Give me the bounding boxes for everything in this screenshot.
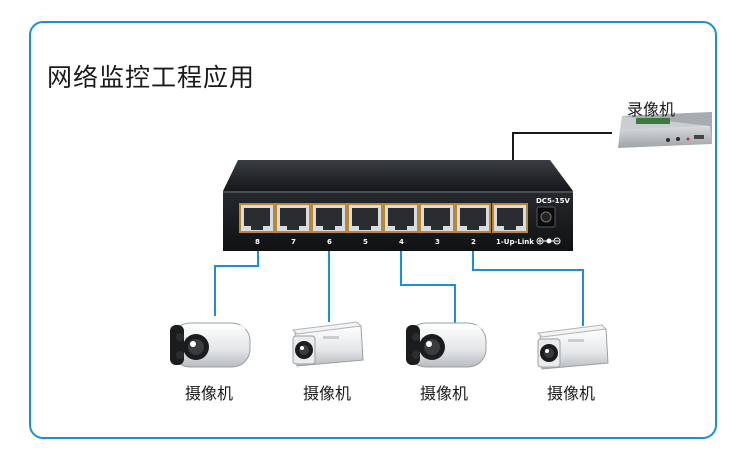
- diagram-title: 网络监控工程应用: [47, 63, 256, 92]
- ethernet-port-6: [419, 203, 455, 233]
- recorder-label: 录像机: [627, 100, 676, 119]
- ethernet-port-7: [455, 203, 491, 233]
- camera-label-2: 摄像机: [302, 384, 352, 403]
- cable-camera-3: [400, 232, 456, 324]
- port-number-label: 5: [363, 238, 368, 246]
- ethernet-port-4: [347, 203, 383, 233]
- ethernet-port-3: [311, 203, 347, 233]
- port-number-label: 7: [291, 238, 296, 246]
- switch-ports: [239, 203, 528, 233]
- port-number-label: 4: [399, 238, 404, 246]
- switch-top: [223, 160, 573, 191]
- port-number-label: 3: [435, 238, 440, 246]
- camera-label-3: 摄像机: [419, 384, 469, 403]
- security-camera-2: [291, 321, 364, 367]
- recorder-device: [618, 112, 712, 148]
- camera-label-1: 摄像机: [184, 384, 234, 403]
- security-camera-4: [536, 324, 609, 370]
- security-camera-3: [406, 322, 487, 368]
- camera-label-4: 摄像机: [546, 384, 596, 403]
- polarity-symbol: [536, 237, 561, 245]
- switch-port-labels: 8 7 6 5 4 3 2 1-Up-Link: [255, 238, 534, 246]
- port-number-label: 2: [471, 238, 476, 246]
- port-number-label: 1-Up-Link: [496, 238, 534, 246]
- network-switch: 8 7 6 5 4 3 2 1-Up-Link DC5-15V: [223, 160, 573, 251]
- ethernet-port-2: [275, 203, 311, 233]
- ethernet-port-1: [239, 203, 275, 233]
- port-number-label: 8: [255, 238, 260, 246]
- security-camera-1: [170, 322, 251, 368]
- port-number-label: 6: [327, 238, 332, 246]
- power-label: DC5-15V: [536, 197, 570, 205]
- ethernet-port-8: [492, 203, 528, 233]
- ethernet-port-5: [383, 203, 419, 233]
